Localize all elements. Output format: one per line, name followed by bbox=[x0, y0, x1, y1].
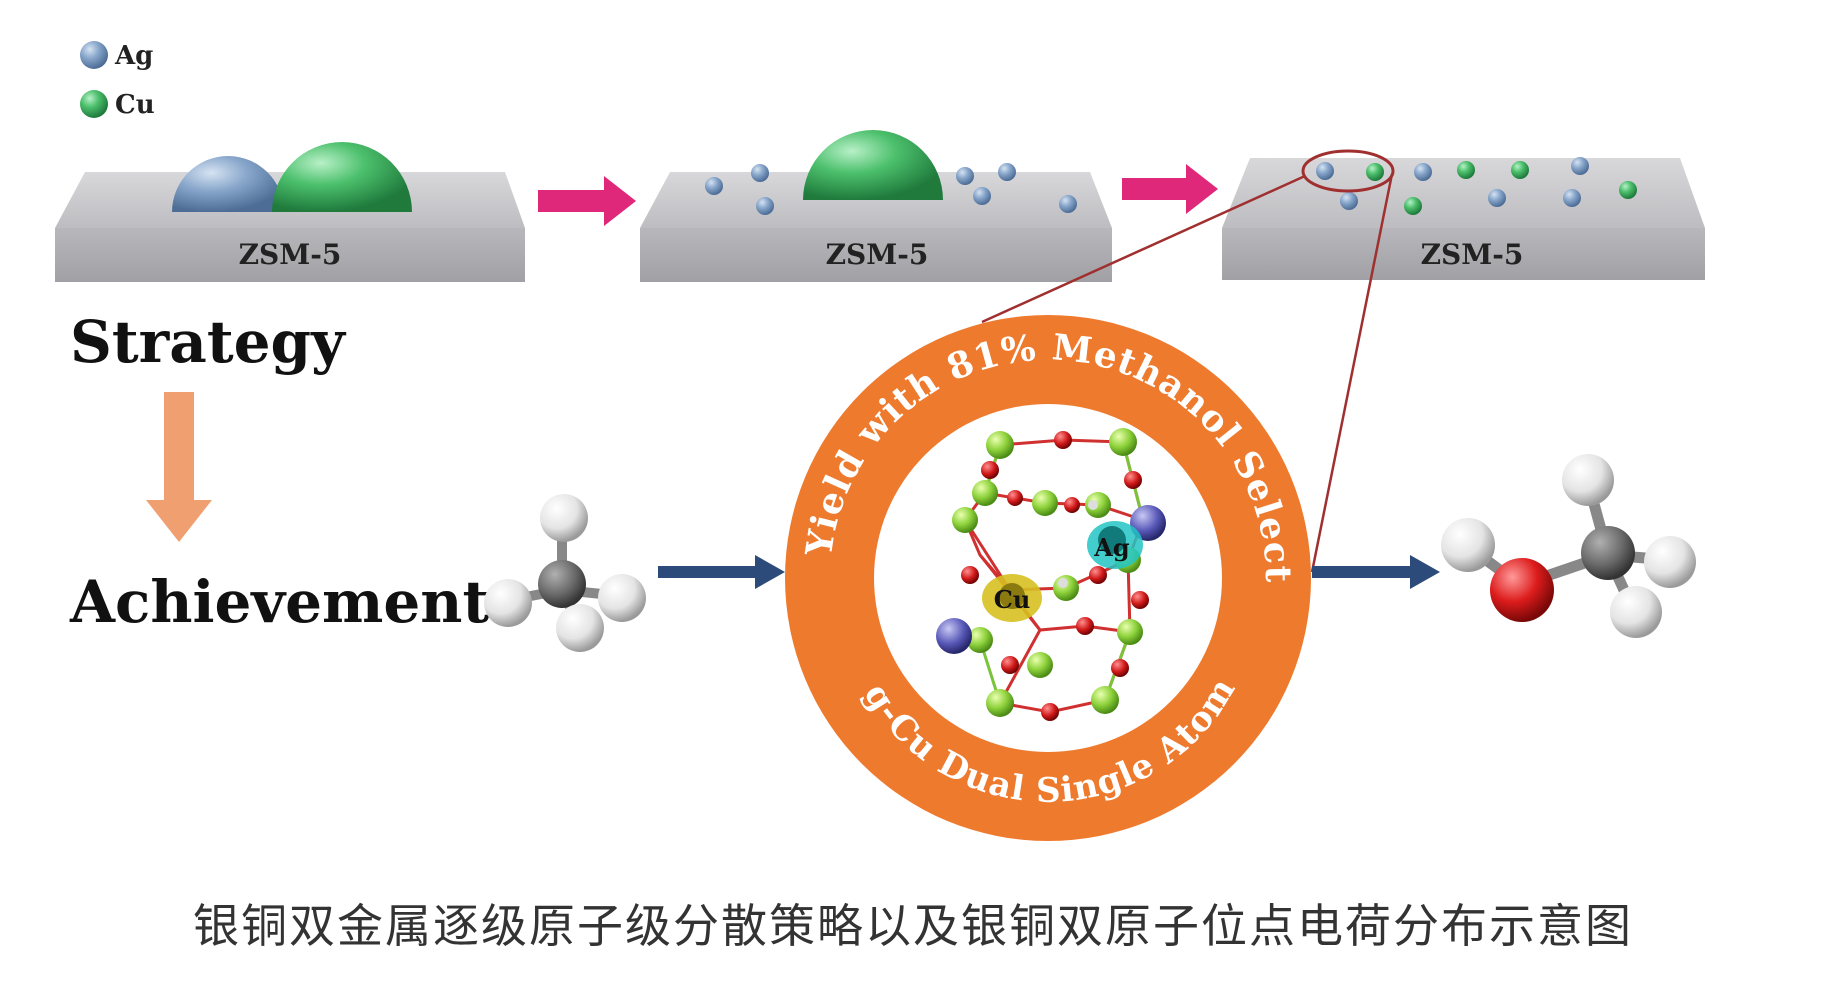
hydrogen-atom bbox=[1644, 536, 1696, 588]
cu-site: Cu bbox=[982, 574, 1042, 622]
support-top bbox=[1222, 158, 1705, 228]
carbon-atom bbox=[538, 560, 586, 608]
ag-single-atoms bbox=[1316, 157, 1589, 210]
figure-caption: 银铜双金属逐级原子级分散策略以及银铜双原子位点电荷分布示意图 bbox=[193, 899, 1633, 953]
strategy-label: Strategy bbox=[70, 308, 347, 376]
stage-ag-atomized: ZSM-5 bbox=[640, 130, 1112, 282]
legend-cu-label: Cu bbox=[115, 90, 155, 120]
zoom-line-right bbox=[1310, 173, 1394, 573]
legend-cu-swatch bbox=[80, 90, 108, 118]
hydrogen-atom bbox=[598, 574, 646, 622]
hydrogen-atom bbox=[484, 579, 532, 627]
navy-arrow-in bbox=[658, 555, 785, 589]
pink-arrow-1 bbox=[538, 176, 636, 226]
ag-single-atoms bbox=[705, 163, 1077, 215]
support-label-2: ZSM-5 bbox=[826, 238, 929, 271]
support-front bbox=[1222, 228, 1705, 280]
orange-down-arrow bbox=[146, 392, 212, 542]
zoom-line-left bbox=[981, 174, 1306, 324]
pink-arrow-2 bbox=[1122, 164, 1218, 214]
legend-ag-label: Ag bbox=[114, 41, 153, 71]
achievement-label: Achievement bbox=[69, 568, 489, 636]
cu-nanoparticle bbox=[272, 142, 412, 212]
cu-single-atoms bbox=[1366, 161, 1637, 215]
legend-ag-swatch bbox=[80, 41, 108, 69]
zoom-circle bbox=[1301, 149, 1395, 193]
hydrogen-atom bbox=[1562, 454, 1614, 506]
ag-atom-label: Ag bbox=[1093, 533, 1130, 562]
support-front bbox=[640, 228, 1112, 282]
oxygen-atom bbox=[1490, 558, 1554, 622]
navy-arrow-out bbox=[1312, 555, 1440, 589]
aluminum-atom bbox=[1130, 505, 1166, 541]
hydrogen-atom bbox=[556, 604, 604, 652]
hydrogen-atom bbox=[1610, 586, 1662, 638]
stage-nanoparticles: ZSM-5 bbox=[55, 142, 525, 282]
cu-nanoparticle bbox=[803, 130, 943, 200]
methane-molecule bbox=[484, 494, 646, 652]
hydrogen-atom bbox=[540, 494, 588, 542]
hydrogen-atom bbox=[1441, 518, 1495, 572]
support-label-3: ZSM-5 bbox=[1421, 238, 1524, 271]
legend: Ag Cu bbox=[80, 41, 155, 120]
support-front bbox=[55, 228, 525, 282]
carbon-atom bbox=[1581, 526, 1635, 580]
support-label-1: ZSM-5 bbox=[239, 238, 342, 271]
stage-dual-single-atoms: ZSM-5 bbox=[1222, 149, 1705, 280]
selectivity-ring: High Yield with 81% Methanol Selectivity… bbox=[785, 315, 1311, 841]
ag-nanoparticle bbox=[172, 156, 284, 212]
cu-atom-label: Cu bbox=[994, 585, 1031, 614]
zeolite-cage: Ag Cu bbox=[936, 428, 1166, 721]
aluminum-atom bbox=[936, 618, 972, 654]
methanol-molecule bbox=[1441, 454, 1696, 638]
ag-site: Ag bbox=[1087, 521, 1143, 569]
